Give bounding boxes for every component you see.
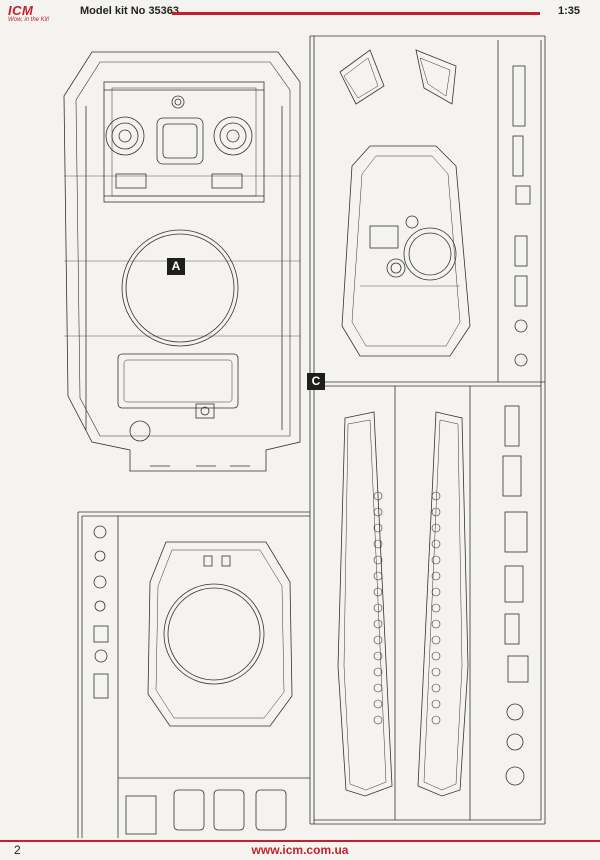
side-plates [337,411,469,797]
turret-floor-part [147,541,293,727]
sprue-label-a: A [167,258,185,275]
kit-title: Model kit No 35363 [80,5,180,17]
sprue-c-frame [309,35,546,825]
hull-bottom-part [341,145,471,357]
page-header: ICM Wow, in the Kit! Model kit No 35363 … [0,0,600,26]
scale-label: 1:35 [557,5,580,17]
sprue-label-c: C [307,373,325,390]
lower-sprue-frame [77,511,310,838]
footer-rule [0,840,600,842]
page-number: 2 [14,843,21,857]
header-rule [172,12,540,15]
website-link[interactable]: www.icm.com.ua [251,843,349,857]
logo-tagline: Wow, in the Kit! [8,17,50,23]
sprue-drawing [63,35,546,838]
hull-top-part [63,51,301,472]
logo-brand: ICM [8,3,34,18]
icm-logo: ICM Wow, in the Kit! [8,4,60,26]
